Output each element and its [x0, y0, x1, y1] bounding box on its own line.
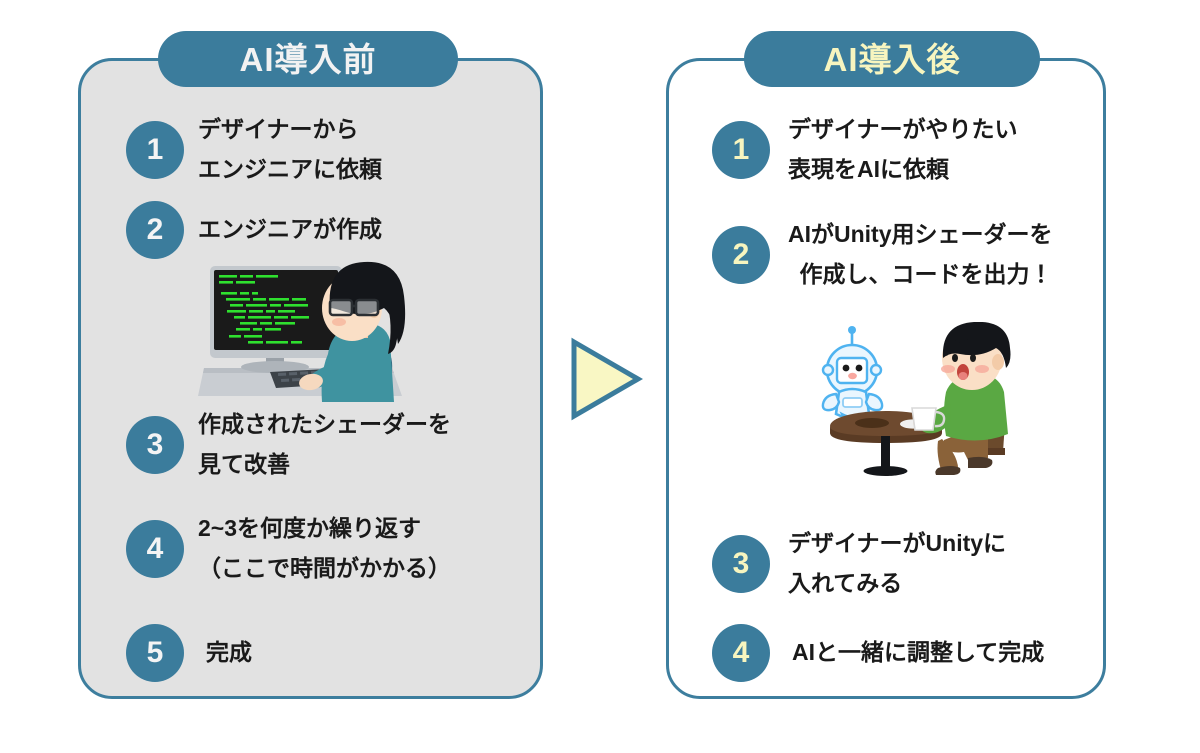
after-step-4: 4 AIと一緒に調整して完成 — [712, 624, 1044, 682]
before-step-3: 3 作成されたシェーダーを 見て改善 — [126, 405, 451, 484]
before-step-4-number: 4 — [126, 519, 184, 578]
after-step-4-line-1: AIと一緒に調整して完成 — [792, 639, 1045, 666]
man-with-robot-assistant-illustration — [812, 321, 1034, 478]
after-step-3-text: デザイナーがUnityに 入れてみる — [788, 524, 1006, 603]
panel-before-title: AI導入前 — [239, 40, 377, 78]
before-step-2-line-1: エンジニアが作成 — [198, 216, 382, 243]
before-step-1: 1 デザイナーから エンジニアに依頼 — [126, 110, 382, 189]
before-step-2-text: エンジニアが作成 — [198, 210, 382, 250]
before-step-1-line-2: エンジニアに依頼 — [198, 155, 382, 182]
before-step-2-number: 2 — [126, 201, 184, 259]
before-step-1-text: デザイナーから エンジニアに依頼 — [198, 110, 382, 189]
before-step-4-line-2: （ここで時間がかかる） — [198, 554, 451, 581]
after-step-3-number: 3 — [712, 534, 770, 593]
after-step-1-line-2: 表現をAIに依頼 — [788, 155, 949, 182]
before-step-1-line-1: デザイナーから — [198, 116, 359, 142]
before-step-4-line-1: 2~3を何度か繰り返す — [198, 515, 422, 541]
before-step-5-number: 5 — [126, 624, 184, 682]
before-step-5: 5 完成 — [126, 624, 252, 682]
seated-man — [911, 321, 1011, 475]
before-step-5-text: 完成 — [206, 633, 252, 673]
before-step-1-number: 1 — [126, 120, 184, 179]
before-step-3-text: 作成されたシェーダーを 見て改善 — [198, 405, 451, 484]
after-step-2-text: AIがUnity用シェーダーを 作成し、コードを出力！ — [788, 215, 1053, 294]
before-step-3-line-1: 作成されたシェーダーを — [198, 411, 451, 437]
after-step-2: 2 AIがUnity用シェーダーを 作成し、コードを出力！ — [712, 215, 1053, 294]
flow-arrow-right — [568, 337, 644, 421]
after-step-3-line-2: 入れてみる — [788, 569, 903, 596]
before-step-3-line-2: 見て改善 — [198, 450, 290, 477]
after-step-1-text: デザイナーがやりたい 表現をAIに依頼 — [788, 110, 1018, 189]
after-step-1-number: 1 — [712, 120, 770, 179]
robot-figure — [821, 326, 884, 425]
panel-before-header: AI導入前 — [158, 31, 458, 87]
before-step-3-number: 3 — [126, 415, 184, 474]
after-step-2-number: 2 — [712, 225, 770, 284]
after-step-3-line-1: デザイナーがUnityに — [788, 530, 1007, 556]
engineer-at-computer-illustration — [196, 256, 410, 402]
before-step-5-line-1: 完成 — [206, 639, 252, 666]
after-step-2-line-1: AIがUnity用シェーダーを — [788, 221, 1053, 247]
after-step-4-text: AIと一緒に調整して完成 — [792, 633, 1044, 673]
panel-after-header: AI導入後 — [744, 31, 1040, 87]
after-step-4-number: 4 — [712, 624, 770, 682]
after-step-1-line-1: デザイナーがやりたい — [788, 116, 1018, 142]
panel-after-title: AI導入後 — [823, 40, 961, 78]
after-step-2-line-2: 作成し、コードを出力！ — [799, 260, 1053, 287]
before-step-4-text: 2~3を何度か繰り返す （ここで時間がかかる） — [198, 509, 451, 588]
before-step-4: 4 2~3を何度か繰り返す （ここで時間がかかる） — [126, 509, 451, 588]
after-step-1: 1 デザイナーがやりたい 表現をAIに依頼 — [712, 110, 1018, 189]
before-step-2: 2 エンジニアが作成 — [126, 201, 382, 259]
after-step-3: 3 デザイナーがUnityに 入れてみる — [712, 524, 1006, 603]
